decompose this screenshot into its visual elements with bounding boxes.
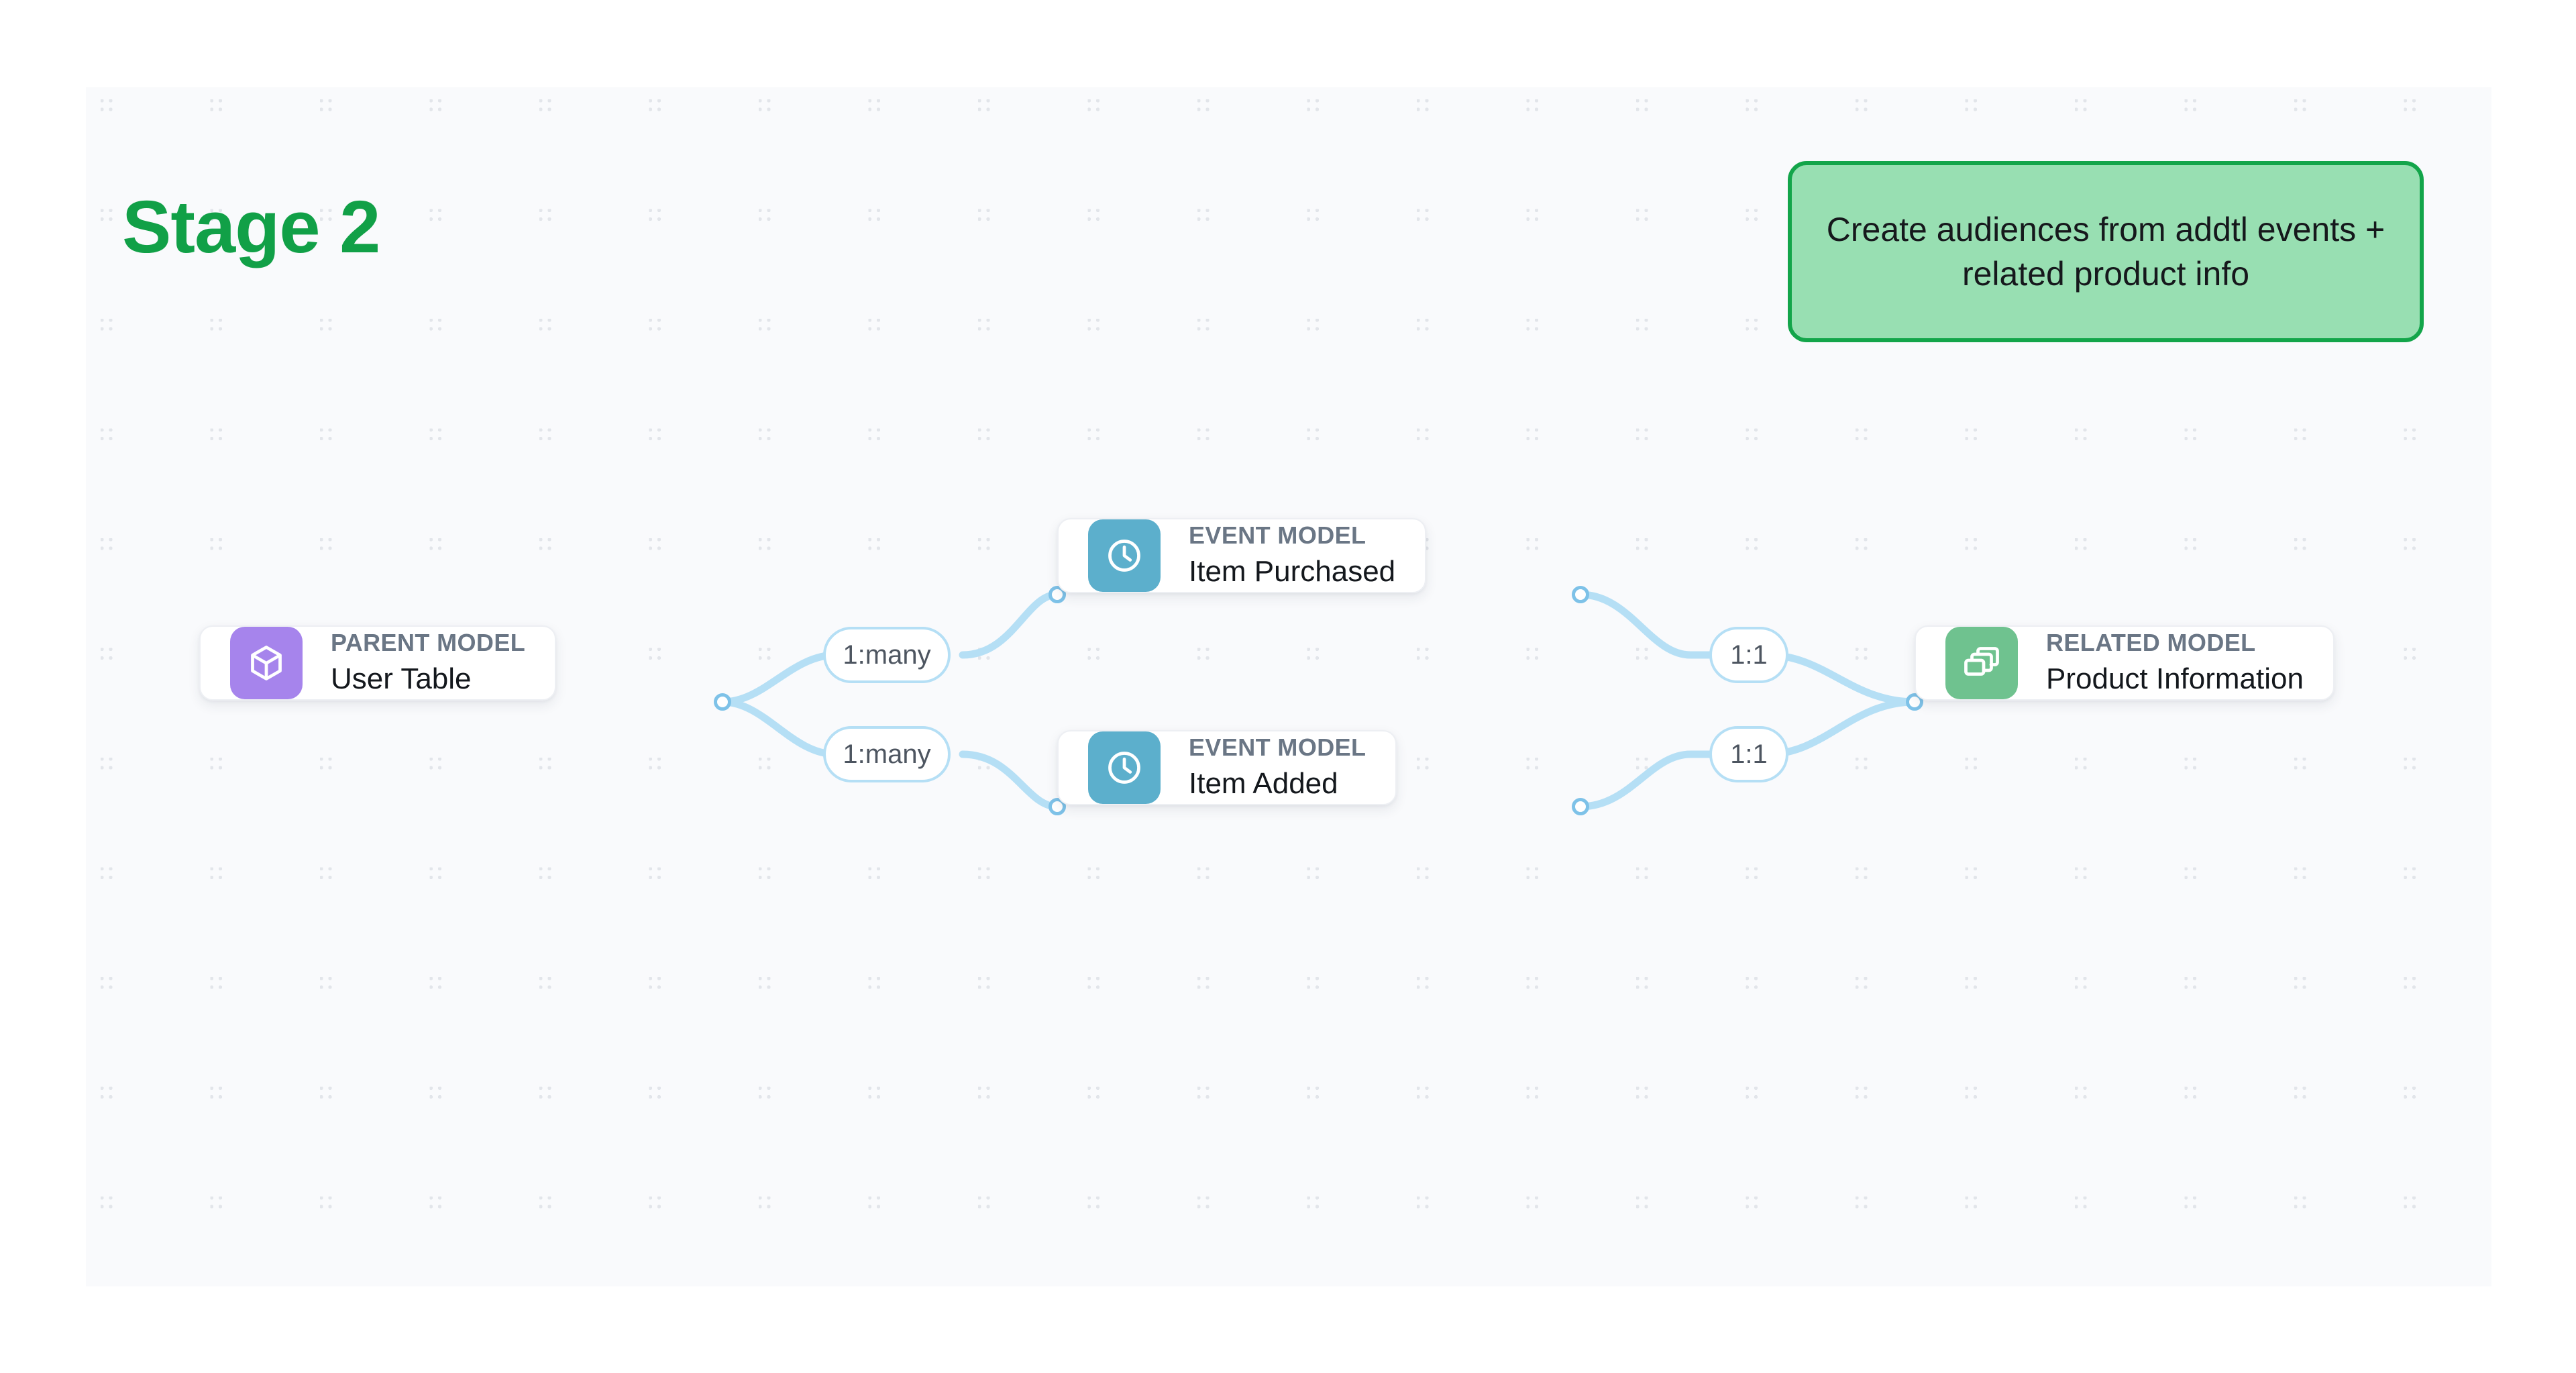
- handle-event2-in[interactable]: [1049, 798, 1066, 815]
- node-kicker: EVENT MODEL: [1189, 733, 1366, 761]
- page-title: Stage 2: [122, 186, 380, 268]
- node-event-model-item-purchased[interactable]: EVENT MODEL Item Purchased: [1057, 518, 1427, 593]
- handle-parent-out[interactable]: [714, 693, 731, 711]
- layers-icon: [1945, 627, 2018, 699]
- node-name: Item Added: [1189, 767, 1338, 801]
- edge-label-parent-event2[interactable]: 1:many: [823, 726, 951, 782]
- cube-icon: [230, 627, 303, 699]
- edge-label-event2-related[interactable]: 1:1: [1709, 726, 1788, 782]
- callout-box: Create audiences from addtl events + rel…: [1788, 161, 2424, 342]
- edge-label-text: 1:many: [843, 739, 931, 769]
- node-name: User Table: [331, 662, 472, 696]
- node-text: EVENT MODEL Item Added: [1189, 733, 1366, 802]
- node-kicker: PARENT MODEL: [331, 628, 526, 656]
- edge-label-text: 1:1: [1730, 739, 1768, 769]
- flow-canvas[interactable]: 1:many 1:many 1:1 1:1 Stage 2 Create aud…: [86, 87, 2491, 1286]
- edge-label-text: 1:many: [843, 640, 931, 670]
- node-text: RELATED MODEL Product Information: [2046, 629, 2304, 697]
- node-name: Item Purchased: [1189, 555, 1396, 589]
- node-text: EVENT MODEL Item Purchased: [1189, 521, 1395, 590]
- edge-label-text: 1:1: [1730, 640, 1768, 670]
- node-kicker: EVENT MODEL: [1189, 521, 1366, 549]
- node-parent-model[interactable]: PARENT MODEL User Table: [199, 625, 557, 701]
- clock-icon: [1088, 519, 1161, 592]
- node-event-model-item-added[interactable]: EVENT MODEL Item Added: [1057, 730, 1397, 805]
- clock-icon: [1088, 731, 1161, 804]
- node-kicker: RELATED MODEL: [2046, 628, 2256, 656]
- node-related-model[interactable]: RELATED MODEL Product Information: [1915, 625, 2334, 701]
- node-name: Product Information: [2046, 662, 2304, 696]
- edge-label-event1-related[interactable]: 1:1: [1709, 627, 1788, 683]
- handle-event1-out[interactable]: [1572, 586, 1589, 603]
- handle-event2-out[interactable]: [1572, 798, 1589, 815]
- node-text: PARENT MODEL User Table: [331, 629, 525, 697]
- callout-text: Create audiences from addtl events + rel…: [1826, 211, 2385, 293]
- edge-label-parent-event1[interactable]: 1:many: [823, 627, 951, 683]
